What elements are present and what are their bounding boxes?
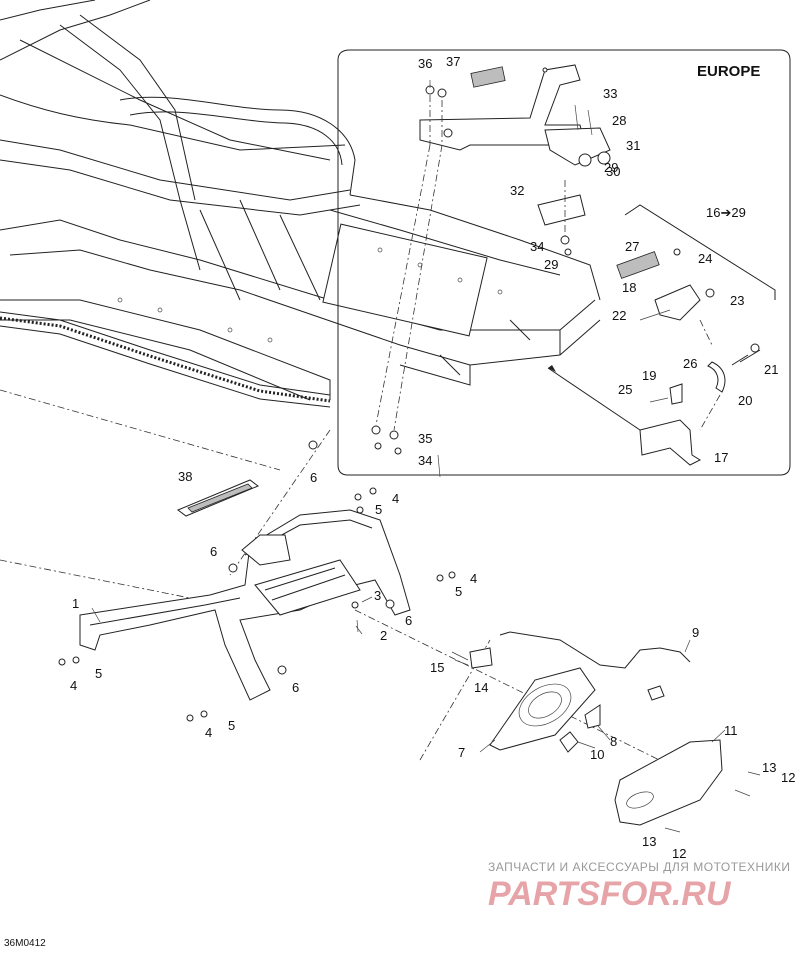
callout-4: 4 — [205, 725, 212, 740]
callout-33: 33 — [603, 86, 617, 101]
callout-labels: 1 2 3 4 4 4 4 5 5 5 5 6 6 6 6 7 8 9 10 1… — [70, 54, 795, 861]
callout-3: 3 — [374, 588, 381, 603]
tail-light-assembly — [451, 631, 761, 833]
callout-12: 12 — [672, 846, 686, 861]
callout-21: 21 — [764, 362, 778, 377]
region-label: EUROPE — [697, 63, 760, 80]
callout-22: 22 — [612, 308, 626, 323]
callout-5: 5 — [375, 502, 382, 517]
callout-27: 27 — [625, 239, 639, 254]
europe-hardware — [371, 85, 572, 455]
callout-4: 4 — [392, 491, 399, 506]
callout-38: 38 — [178, 469, 192, 484]
watermark-logo: PARTSFOR.RU — [488, 875, 732, 913]
callout-32: 32 — [510, 183, 524, 198]
watermark-tagline: ЗАПЧАСТИ И АКСЕССУАРЫ ДЛЯ МОТОТЕХНИКИ — [488, 860, 790, 874]
chassis-frame — [0, 0, 601, 408]
reflector-subassembly — [547, 204, 776, 466]
callout-29: 29 — [544, 257, 558, 272]
callout-37: 37 — [446, 54, 460, 69]
callout-4: 4 — [70, 678, 77, 693]
rear-bumper-assembly — [58, 440, 456, 722]
callout-5: 5 — [455, 584, 462, 599]
callout-leaders — [91, 80, 726, 753]
watermark: ЗАПЧАСТИ И АКСЕССУАРЫ ДЛЯ МОТОТЕХНИКИ PA… — [488, 860, 790, 913]
callout-19: 19 — [642, 368, 656, 383]
drawing-code: 36M0412 — [4, 938, 46, 949]
callout-35: 35 — [418, 431, 432, 446]
callout-7: 7 — [458, 745, 465, 760]
callout-1: 1 — [72, 596, 79, 611]
callout-12: 12 — [781, 770, 795, 785]
callout-6: 6 — [292, 680, 299, 695]
callout-14: 14 — [474, 680, 488, 695]
callout-11: 11 — [724, 723, 738, 738]
callout-4: 4 — [470, 571, 477, 586]
callout-16-29: 16➔29 — [706, 205, 746, 220]
callout-6: 6 — [405, 613, 412, 628]
callout-6: 6 — [310, 470, 317, 485]
callout-18: 18 — [622, 280, 636, 295]
callout-15: 15 — [430, 660, 444, 675]
callout-24: 24 — [698, 251, 712, 266]
callout-20: 20 — [738, 393, 752, 408]
callout-13: 13 — [642, 834, 656, 849]
callout-2: 2 — [380, 628, 387, 643]
europe-detail-box: EUROPE — [337, 49, 791, 476]
callout-29: 29 — [604, 160, 618, 175]
callout-26: 26 — [683, 356, 697, 371]
license-bracket — [419, 64, 611, 226]
callout-23: 23 — [730, 293, 744, 308]
callout-28: 28 — [612, 113, 626, 128]
callout-10: 10 — [590, 747, 604, 762]
callout-17: 17 — [714, 450, 728, 465]
callout-8: 8 — [610, 734, 617, 749]
callout-13: 13 — [762, 760, 776, 775]
callout-34: 34 — [530, 239, 544, 254]
callout-9: 9 — [692, 625, 699, 640]
callout-5: 5 — [228, 718, 235, 733]
callout-5: 5 — [95, 666, 102, 681]
callout-36: 36 — [418, 56, 432, 71]
callout-30: 30 — [606, 164, 620, 179]
callout-6: 6 — [210, 544, 217, 559]
callout-25: 25 — [618, 382, 632, 397]
callout-31: 31 — [626, 138, 640, 153]
callout-34: 34 — [418, 453, 432, 468]
